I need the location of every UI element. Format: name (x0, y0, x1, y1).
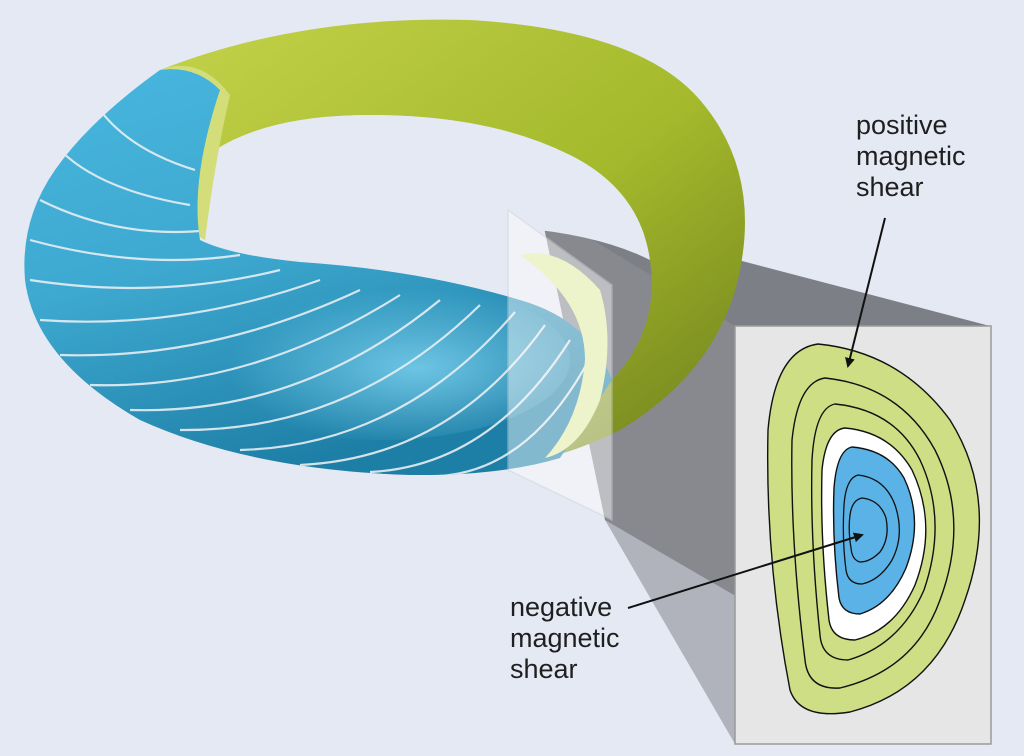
negative-shear-label-line3: shear (510, 654, 578, 684)
slice-plane (507, 208, 613, 522)
positive-shear-label-line1: positive (856, 110, 948, 140)
negative-shear-label-line1: negative (510, 592, 613, 622)
negative-shear-label-line2: magnetic (510, 623, 620, 653)
negative-shear-label: negative magnetic shear (510, 592, 620, 685)
pointer-positive-arrow-icon (845, 217, 886, 368)
field-lines (29, 109, 591, 476)
pointer-negative-arrow-icon (627, 532, 864, 609)
negative-shear-region (832, 446, 916, 615)
positive-shear-label: positive magnetic shear (856, 110, 966, 203)
positive-shear-label-line3: shear (856, 172, 924, 202)
plasma-tube (24, 69, 612, 476)
cross-section-panel (734, 325, 992, 745)
positive-shear-label-line2: magnetic (856, 141, 966, 171)
